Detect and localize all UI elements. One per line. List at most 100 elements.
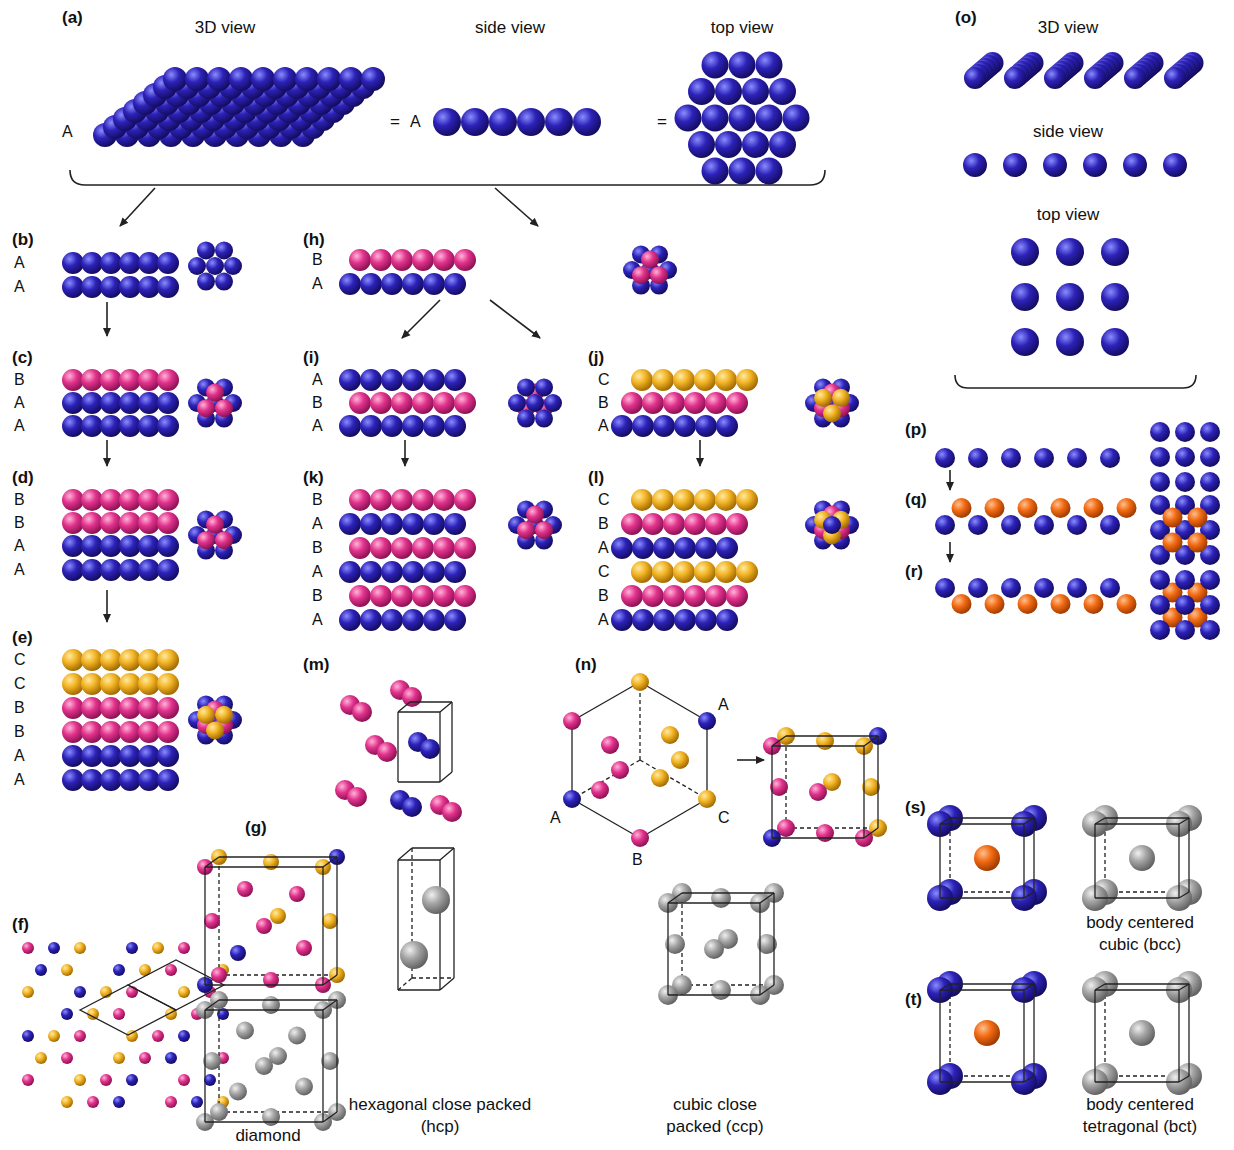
atom-sphere (1150, 422, 1170, 442)
atom-sphere (423, 415, 445, 437)
cell-edge (1095, 989, 1179, 990)
atom-sphere (138, 512, 160, 534)
atom-sphere (211, 967, 227, 983)
layer-letter: A (14, 277, 25, 297)
atom-sphere (433, 537, 455, 559)
cell-edge (760, 985, 774, 995)
atom-sphere (1188, 533, 1208, 553)
step-arrow (106, 440, 108, 466)
layer-letter: C (598, 490, 610, 510)
atom-sphere (377, 742, 397, 762)
atom-sphere (270, 908, 286, 924)
atom-sphere (621, 513, 643, 535)
atom-sphere (100, 276, 122, 298)
atom-sphere (288, 1027, 306, 1045)
atom-sphere (715, 78, 742, 105)
atom-sphere (1084, 67, 1106, 89)
atom-sphere (1163, 508, 1183, 528)
atom-sphere (695, 415, 717, 437)
view-caption: top view (711, 18, 773, 38)
atom-sphere (694, 489, 716, 511)
cell-edge (571, 721, 572, 799)
atom-sphere (433, 392, 455, 414)
atom-sphere (653, 609, 675, 631)
cell-edge (640, 682, 707, 721)
atom-sphere (138, 415, 160, 437)
panel-letter: (q) (905, 490, 927, 510)
atom-sphere (81, 252, 103, 274)
atom-sphere (704, 939, 724, 959)
atom-sphere (229, 1083, 247, 1101)
layer-letter: B (14, 698, 25, 718)
atom-sphere (1150, 472, 1170, 492)
atom-sphere (100, 649, 122, 671)
cell-edge (219, 974, 337, 975)
atom-sphere (126, 942, 138, 954)
panel-letter: (i) (303, 348, 319, 368)
layer-letter: B (14, 513, 25, 533)
atom-sphere (461, 108, 489, 136)
cell-edge (205, 857, 219, 867)
cell-edge (205, 866, 323, 867)
atom-sphere (517, 378, 535, 396)
atom-sphere (705, 392, 727, 414)
atom-sphere (1083, 153, 1107, 177)
atom-sphere (935, 578, 955, 598)
layer-letter: A (312, 514, 323, 534)
cell-edge (219, 856, 337, 857)
atom-sphere (381, 513, 403, 535)
cell-edge (219, 999, 337, 1000)
cell-edge (412, 847, 454, 848)
atom-sphere (81, 745, 103, 767)
layer-letter: A (598, 538, 609, 558)
atom-sphere (1200, 595, 1220, 615)
cell-edge (668, 994, 760, 995)
atom-sphere (204, 913, 220, 929)
cell-edge (771, 746, 772, 838)
cell-edge (323, 1112, 337, 1122)
structure-name: body centered cubic (bcc) (1075, 912, 1205, 956)
atom-sphere (157, 721, 179, 743)
atom-sphere (206, 721, 224, 739)
atom-sphere (489, 108, 517, 136)
atom-sphere (816, 824, 834, 842)
atom-sphere (119, 535, 141, 557)
cell-edge (760, 893, 774, 903)
atom-sphere (138, 745, 160, 767)
layer-letter: A (14, 416, 25, 436)
atom-sphere (289, 886, 305, 902)
atom-sphere (352, 702, 372, 722)
atom-sphere (673, 561, 695, 583)
atom-sphere (1123, 153, 1147, 177)
panel-letter: (p) (905, 420, 927, 440)
atom-sphere (81, 512, 103, 534)
layer-letter: A (598, 416, 609, 436)
layer-letter: C (598, 370, 610, 390)
atom-sphere (322, 913, 338, 929)
layer-letter: B (14, 490, 25, 510)
atom-sphere (1200, 447, 1220, 467)
layer-letter: A (62, 122, 73, 142)
cell-edge (1179, 818, 1189, 824)
cell-edge (440, 848, 454, 860)
cell-edge (773, 893, 774, 985)
panel-letter: (s) (905, 798, 926, 818)
atom-sphere (230, 945, 246, 961)
atom-sphere (756, 52, 783, 79)
atom-sphere (1001, 448, 1021, 468)
cell-edge (451, 702, 452, 772)
layer-letter: B (632, 850, 643, 870)
atom-sphere (126, 1074, 138, 1086)
cell-edge (398, 989, 440, 990)
atom-sphere (100, 369, 122, 391)
atom-sphere (100, 535, 122, 557)
cell-edge (398, 978, 412, 990)
atom-sphere (1150, 595, 1170, 615)
atom-sphere (360, 415, 382, 437)
cell-edge (440, 702, 452, 712)
atom-sphere (360, 369, 382, 391)
atom-layer (22, 52, 1220, 1132)
cell-edge (1095, 897, 1179, 898)
atom-sphere (433, 489, 455, 511)
